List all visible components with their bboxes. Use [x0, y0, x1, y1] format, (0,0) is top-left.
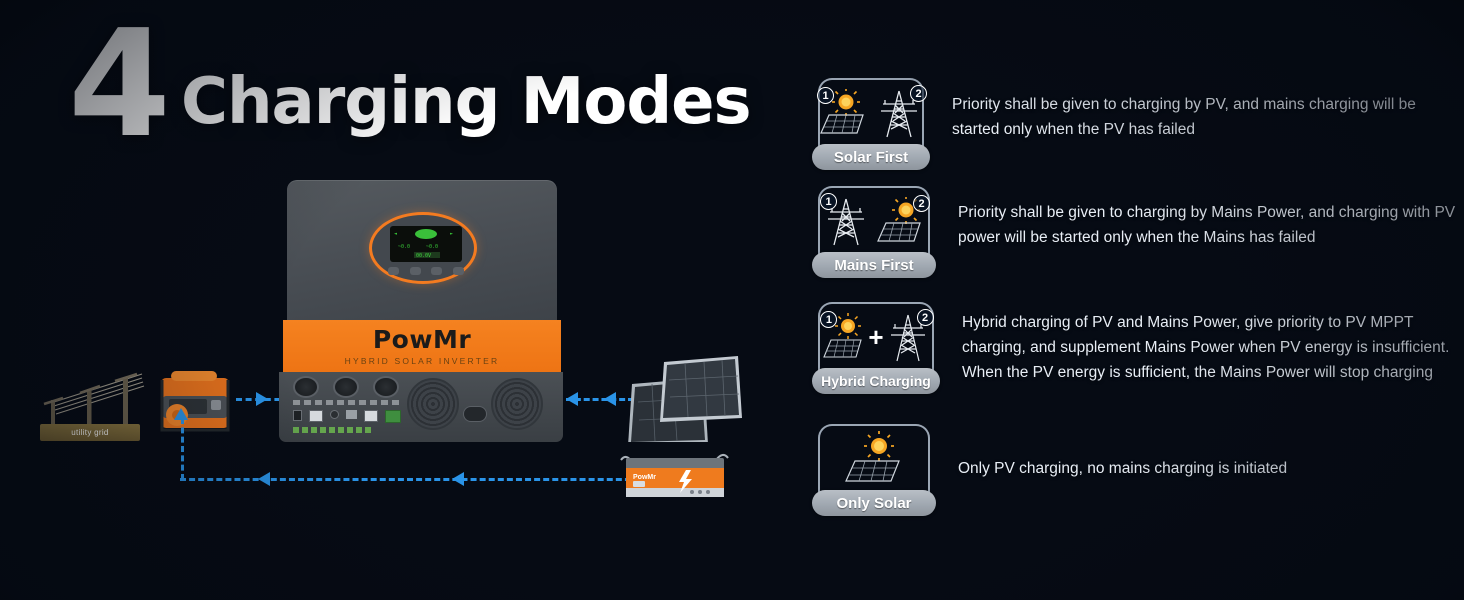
card-icon-group: 1 — [812, 306, 940, 368]
solar-panel-icon — [843, 431, 905, 487]
arrowhead-pv-2 — [604, 392, 616, 406]
utility-grid-label: utility grid — [40, 424, 140, 441]
svg-text:PowMr: PowMr — [633, 474, 656, 481]
mode-label: Hybrid Charging — [812, 368, 940, 394]
order-badge-2: 2 — [910, 85, 927, 102]
title-text: Charging Modes — [180, 65, 752, 140]
mode-description: Only PV charging, no mains charging is i… — [958, 460, 1288, 477]
terminal-block — [293, 427, 371, 433]
svg-text:►: ► — [450, 231, 453, 237]
mode-description: Priority shall be given to charging by M… — [958, 204, 1456, 247]
mode-row-solar-first: 1 — [812, 78, 1450, 170]
card-icon-group: 1 — [812, 82, 930, 144]
card-icon-group: 1 — [812, 190, 936, 252]
mode-row-mains-first: 1 — [812, 186, 1456, 278]
inverter-brand-band: PowMr HYBRID SOLAR INVERTER — [283, 320, 561, 372]
arrowhead-battery-up — [174, 408, 188, 420]
solar-panel-icon: 1 — [817, 87, 869, 137]
mode-label: Solar First — [812, 144, 930, 170]
svg-text:~0.0: ~0.0 — [398, 244, 410, 250]
mode-description: Hybrid charging of PV and Mains Power, g… — [962, 314, 1450, 382]
mode-card-hybrid-charging[interactable]: 1 — [812, 302, 940, 394]
order-badge-2: 2 — [913, 195, 930, 212]
arrowhead-grid — [256, 392, 268, 406]
svg-text:~0.0: ~0.0 — [426, 244, 438, 250]
inverter-top-panel: ◄ ► ~0.0 ~0.0 00.0V — [287, 180, 557, 320]
mode-label: Only Solar — [812, 490, 936, 516]
mode-count-number: 4 — [68, 0, 171, 170]
inverter-io-panel — [279, 372, 563, 442]
io-connectors — [293, 376, 399, 398]
power-tower-icon: 1 — [820, 193, 870, 247]
order-badge-1: 1 — [820, 193, 837, 210]
system-diagram: utility grid — [0, 160, 800, 560]
inverter-product: ◄ ► ~0.0 ~0.0 00.0V — [275, 180, 570, 445]
inverter-display: ◄ ► ~0.0 ~0.0 00.0V — [369, 212, 477, 284]
mode-card-mains-first[interactable]: 1 — [812, 186, 936, 278]
power-tower-icon: 2 — [875, 85, 927, 139]
lcd-screen: ◄ ► ~0.0 ~0.0 00.0V — [390, 226, 462, 262]
solar-panel-illustration — [628, 332, 746, 446]
arrow-battery-horizontal — [180, 478, 640, 481]
plus-sign: + — [868, 322, 884, 352]
solar-panel-icon: 1 — [820, 311, 866, 361]
display-buttons[interactable] — [388, 267, 464, 275]
mode-row-hybrid-charging: 1 — [812, 302, 1460, 394]
order-badge-1: 1 — [817, 87, 834, 104]
battery-illustration: PowMr — [620, 448, 730, 506]
svg-text:00.0V: 00.0V — [416, 253, 431, 259]
order-badge-2: 2 — [916, 309, 934, 326]
solar-panel-icon: 2 — [876, 195, 930, 245]
port-label-strip — [293, 400, 401, 405]
arrowhead-battery-1 — [258, 472, 270, 486]
power-switch[interactable] — [463, 406, 487, 422]
arrowhead-pv-1 — [566, 392, 578, 406]
brand-subtitle: HYBRID SOLAR INVERTER — [344, 355, 500, 366]
mode-label: Mains First — [812, 252, 936, 278]
mode-row-only-solar: Only Solar Only PV charging, no mains ch… — [812, 424, 1287, 516]
generator-illustration — [155, 368, 235, 438]
mode-card-solar-first[interactable]: 1 — [812, 78, 930, 170]
power-tower-icon: 2 — [886, 309, 934, 363]
mode-description: Priority shall be given to charging by P… — [952, 96, 1416, 139]
fan-grille-right — [491, 378, 543, 430]
arrowhead-battery-2 — [452, 472, 464, 486]
communication-ports — [293, 410, 401, 423]
arrow-battery-vertical — [181, 418, 184, 480]
svg-text:◄: ◄ — [394, 231, 397, 237]
page-title: 4 Charging Modes — [68, 0, 752, 170]
brand-name: PowMr — [372, 324, 472, 354]
mode-card-only-solar[interactable]: Only Solar — [812, 424, 936, 516]
fan-grille-left — [407, 378, 459, 430]
card-icon-group — [812, 428, 936, 490]
